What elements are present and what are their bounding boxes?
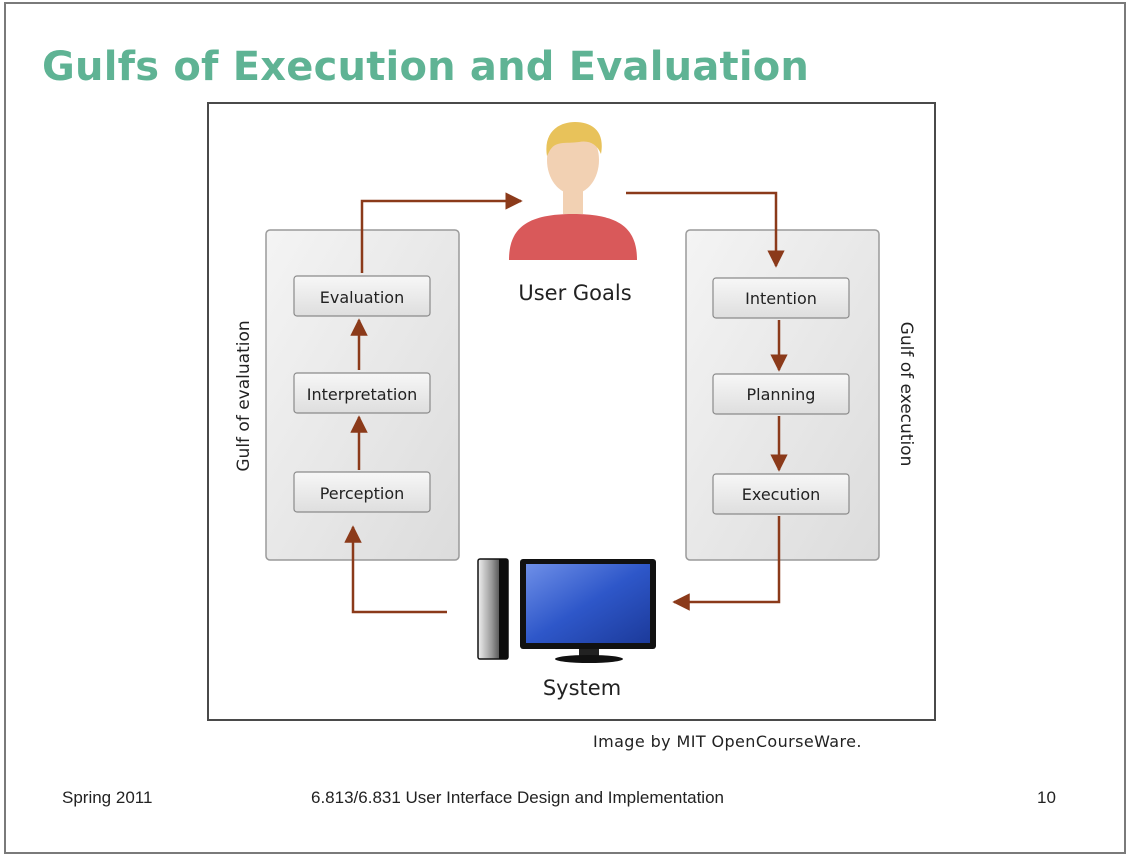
execution-box-label: Execution	[742, 485, 821, 504]
computer-tower-icon	[477, 558, 509, 660]
execution-to-system-arrow	[672, 516, 781, 611]
gulf-of-evaluation-label: Gulf of evaluation	[234, 320, 254, 471]
execution-panel: Gulf of execution Intention Planning Exe…	[685, 229, 916, 561]
footer-page-number: 10	[1037, 788, 1056, 807]
footer-semester: Spring 2011	[62, 788, 153, 807]
evaluation-box	[293, 275, 431, 317]
evaluation-to-user-arrow	[360, 192, 523, 273]
execution-box	[712, 473, 850, 515]
monitor-icon	[520, 559, 656, 663]
intention-box-label: Intention	[745, 289, 817, 308]
planning-box	[712, 373, 850, 415]
user-to-intention-arrow	[626, 191, 785, 268]
perception-box-label: Perception	[320, 484, 405, 503]
planning-box-label: Planning	[747, 385, 816, 404]
interpretation-box	[293, 372, 431, 414]
evaluation-panel: Gulf of evaluation Evaluation Interpreta…	[234, 229, 460, 561]
interpretation-box-label: Interpretation	[307, 385, 418, 404]
person-icon	[509, 122, 637, 260]
system-label: System	[543, 676, 621, 700]
slide-frame	[4, 2, 1126, 854]
intention-box	[712, 277, 850, 319]
footer-course: 6.813/6.831 User Interface Design and Im…	[311, 788, 724, 807]
user-goals-label: User Goals	[518, 281, 631, 305]
image-credit-caption: Image by MIT OpenCourseWare.	[593, 732, 862, 751]
system-to-perception-arrow	[344, 525, 447, 614]
diagram-figure: Gulf of evaluation Evaluation Interpreta…	[207, 102, 936, 721]
gulfs-diagram: Gulf of evaluation Evaluation Interpreta…	[234, 122, 916, 700]
slide-title: Gulfs of Execution and Evaluation	[42, 44, 810, 90]
gulf-of-execution-label: Gulf of execution	[896, 322, 916, 467]
perception-box	[293, 471, 431, 513]
evaluation-box-label: Evaluation	[320, 288, 404, 307]
